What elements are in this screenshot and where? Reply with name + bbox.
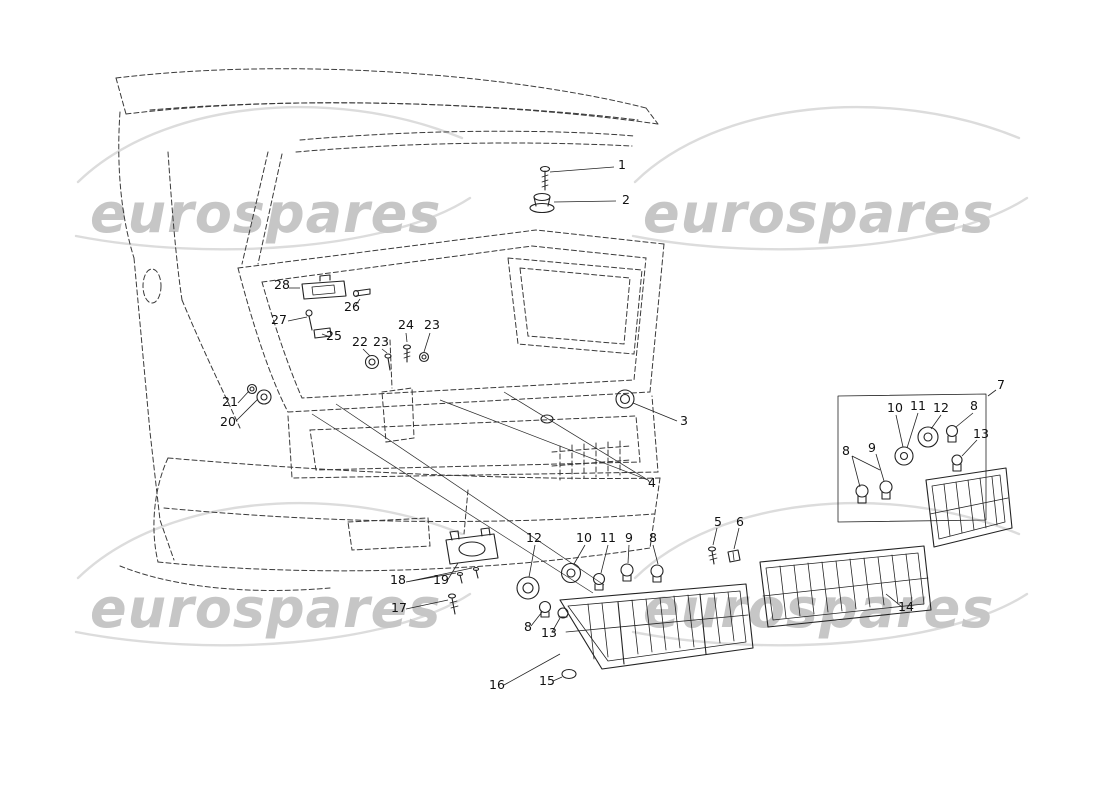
- part-bulb-11: [592, 572, 606, 591]
- callout-23: 23: [373, 334, 389, 349]
- callout-27: 27: [271, 312, 287, 327]
- part-bolt-26: [352, 288, 371, 298]
- callout-12: 12: [933, 400, 949, 415]
- callout-2: 2: [622, 192, 630, 207]
- part-buffer-2: [529, 192, 555, 214]
- callout-20: 20: [220, 414, 236, 429]
- part-grommet-3: [615, 389, 635, 409]
- callout-10: 10: [576, 530, 592, 545]
- callout-14: 14: [898, 599, 914, 614]
- part-screw-27: [305, 309, 313, 331]
- car-body-outline: [115, 68, 665, 591]
- part-socket-12: [516, 576, 540, 600]
- parts-layer: [246, 165, 1013, 680]
- part-screw-17: [447, 593, 459, 615]
- part-nut-23b: [418, 351, 430, 363]
- callout-1: 1: [618, 157, 626, 172]
- part-lens-16: [559, 583, 754, 670]
- part-clip-6: [727, 549, 741, 563]
- car-silhouette-swooshes: [74, 105, 1029, 647]
- part-group-box-7: [837, 393, 987, 523]
- part-nut-21: [246, 383, 258, 395]
- callout-9: 9: [625, 530, 633, 545]
- callout-17: 17: [391, 600, 407, 615]
- part-screw-1: [539, 165, 551, 191]
- callout-12: 12: [526, 530, 542, 545]
- placement-lines: [311, 391, 649, 594]
- callout-6: 6: [736, 514, 744, 529]
- part-plug-15: [561, 668, 577, 680]
- callout-25: 25: [326, 328, 342, 343]
- callout-13: 13: [973, 426, 989, 441]
- callout-8: 8: [649, 530, 657, 545]
- part-lens-14: [759, 545, 932, 628]
- callout-11: 11: [600, 530, 616, 545]
- callout-15: 15: [539, 673, 555, 688]
- callout-9: 9: [868, 440, 876, 455]
- part-socket-10: [560, 562, 582, 584]
- callout-8: 8: [970, 398, 978, 413]
- part-bulb-9: [620, 563, 634, 582]
- part-bulb-8-lower: [538, 600, 552, 618]
- callout-22: 22: [352, 334, 368, 349]
- part-screw-5: [707, 546, 718, 565]
- part-lock-striker-28: [301, 274, 347, 300]
- leader-lines: [235, 166, 997, 686]
- part-plug-4: [540, 414, 554, 424]
- callout-18: 18: [390, 572, 406, 587]
- callout-28: 28: [274, 277, 290, 292]
- part-screw-23a: [384, 353, 392, 371]
- watermark-text-bottom-left: eurospares: [90, 577, 441, 640]
- callout-13: 13: [541, 625, 557, 640]
- callout-11: 11: [910, 398, 926, 413]
- watermark-text-top-right: eurospares: [643, 182, 994, 245]
- callout-23: 23: [424, 317, 440, 332]
- callout-10: 10: [887, 400, 903, 415]
- part-plate-25: [313, 327, 332, 339]
- part-bulb-8: [650, 564, 664, 583]
- callout-4: 4: [648, 475, 656, 490]
- part-grommet-22: [364, 354, 380, 370]
- watermark-text-top-left: eurospares: [90, 182, 441, 245]
- part-grommet-20: [256, 389, 272, 405]
- callout-8: 8: [842, 443, 850, 458]
- callout-3: 3: [680, 413, 688, 428]
- part-screw-24: [402, 344, 412, 363]
- callout-26: 26: [344, 299, 360, 314]
- callout-24: 24: [398, 317, 414, 332]
- part-license-lamp-19: [445, 527, 499, 565]
- callout-19: 19: [433, 572, 449, 587]
- part-socket-13: [557, 607, 569, 619]
- callout-8: 8: [524, 619, 532, 634]
- callout-7: 7: [997, 377, 1005, 392]
- callout-16: 16: [489, 677, 505, 692]
- watermark-text-bottom-right: eurospares: [643, 577, 994, 640]
- callout-5: 5: [714, 514, 722, 529]
- part-screws-18: [456, 566, 480, 584]
- part-lens-7: [925, 467, 1013, 548]
- callout-21: 21: [222, 394, 238, 409]
- watermark-layer: eurospares eurospares eurospares eurospa…: [74, 105, 1029, 647]
